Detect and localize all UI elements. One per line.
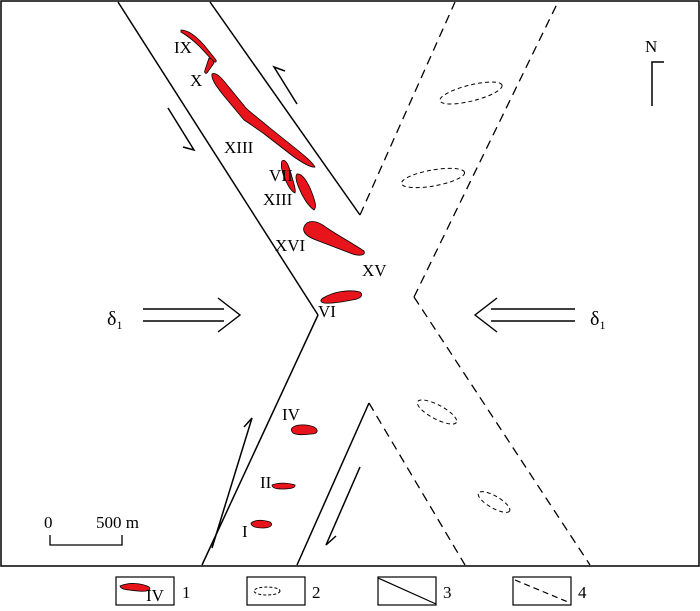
legend-item-1: IV 1 xyxy=(115,576,191,606)
orebody-label: XVI xyxy=(275,236,306,255)
orebody-X xyxy=(204,57,215,74)
compression-arrow-right-icon xyxy=(473,297,575,333)
legend-item-2: 2 xyxy=(246,576,321,606)
solid-fault-zone xyxy=(117,1,370,566)
orebody-label: XIII xyxy=(224,138,254,157)
orebody-XVI xyxy=(303,221,365,256)
dashed-ellipse xyxy=(477,491,511,513)
fault-line-solid xyxy=(296,402,370,566)
dashed-ellipses xyxy=(400,81,511,513)
orebody-label: IV xyxy=(282,405,301,424)
red-orebody-symbol-icon xyxy=(119,583,151,592)
fault-line-solid xyxy=(117,1,319,316)
legend-number: 2 xyxy=(312,583,321,602)
fault-line-solid xyxy=(201,314,319,566)
orebody-II xyxy=(271,482,296,490)
orebody-XIII xyxy=(211,73,316,168)
fault-line-dashed xyxy=(359,1,456,216)
orebody-label: XIII xyxy=(263,190,293,209)
legend-item-3: 3 xyxy=(377,576,452,606)
fault-line-dashed xyxy=(413,296,591,566)
stress-label-right: δ1 xyxy=(590,308,605,332)
solid-line-symbol-icon xyxy=(377,577,437,605)
legend-number: 3 xyxy=(443,583,452,602)
dashed-ellipse xyxy=(439,81,503,105)
orebody-label: IX xyxy=(174,38,192,57)
orebody-label: VI xyxy=(318,302,336,321)
scale-bar: 0 500 m xyxy=(44,513,139,546)
fault-line-dashed xyxy=(368,402,466,566)
scale-end-label: 500 m xyxy=(96,513,139,532)
stress-label-left: δ1 xyxy=(107,308,122,332)
legend-number: 4 xyxy=(578,583,587,602)
orebody-labels: IX X XIII VII XIII XVI XV VI IV II I xyxy=(174,38,387,541)
dashed-fault-zone xyxy=(359,1,591,566)
orebody-label: VII xyxy=(269,166,293,185)
compression-arrow-left-icon xyxy=(143,297,242,333)
orebody-label: I xyxy=(242,522,248,541)
orebody-label: II xyxy=(260,473,272,492)
north-arrow-icon: N xyxy=(645,37,664,106)
orebody-I xyxy=(250,519,272,529)
dashed-ellipse-symbol-icon xyxy=(253,586,281,596)
shear-arrow-up-icon xyxy=(272,65,298,105)
map-frame xyxy=(0,0,700,567)
orebodies xyxy=(180,29,365,529)
orebody-VII xyxy=(280,159,296,194)
shear-arrow-up-icon xyxy=(211,417,253,549)
orebody-XIII-second xyxy=(295,173,316,211)
fault-line-dashed xyxy=(413,1,559,298)
fault-line-solid xyxy=(209,1,361,216)
scale-start-label: 0 xyxy=(44,513,53,532)
compression-arrows xyxy=(143,297,575,333)
orebody-label: XV xyxy=(362,261,387,280)
orebody-label: X xyxy=(190,71,202,90)
orebody-IX xyxy=(180,29,217,63)
shear-arrow-down-icon xyxy=(325,466,361,546)
orebody-IV xyxy=(290,424,318,436)
dashed-ellipse xyxy=(400,167,466,189)
dashed-ellipse xyxy=(416,399,458,425)
orebody-VI xyxy=(320,290,363,304)
legend-item-4: 4 xyxy=(512,576,587,606)
shear-arrow-down-icon xyxy=(167,107,196,152)
legend-sample-label: IV xyxy=(146,586,165,605)
shear-arrows xyxy=(167,65,361,549)
legend: IV 1 2 3 4 xyxy=(115,576,587,606)
legend-number: 1 xyxy=(182,583,191,602)
north-label: N xyxy=(645,37,657,56)
